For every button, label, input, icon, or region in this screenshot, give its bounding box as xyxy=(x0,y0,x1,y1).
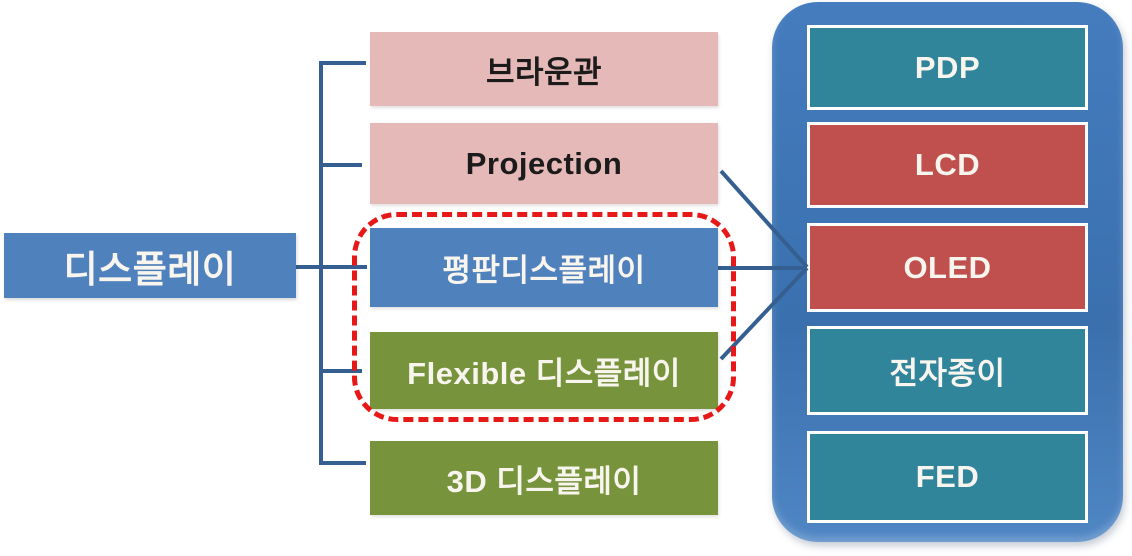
panel-item-lcd: LCD xyxy=(807,122,1088,208)
flat-panel-tech-container: PDP LCD OLED 전자종이 FED xyxy=(772,2,1123,542)
category-flat-panel-display: 평판디스플레이 xyxy=(370,228,718,307)
panel-item-pdp: PDP xyxy=(807,25,1088,110)
category-crt: 브라운관 xyxy=(370,32,718,106)
connector-group xyxy=(296,61,809,465)
panel-item-epaper: 전자종이 xyxy=(807,326,1088,415)
category-3d-display: 3D 디스플레이 xyxy=(370,441,718,515)
highlight-dashed-group xyxy=(352,212,736,422)
connector-projection-to-oled xyxy=(719,169,809,269)
panel-item-oled: OLED xyxy=(807,223,1088,312)
root-node-display: 디스플레이 xyxy=(4,233,296,298)
panel-item-fed: FED xyxy=(807,431,1088,523)
category-flexible-display: Flexible 디스플레이 xyxy=(370,332,718,409)
category-projection: Projection xyxy=(370,123,718,204)
